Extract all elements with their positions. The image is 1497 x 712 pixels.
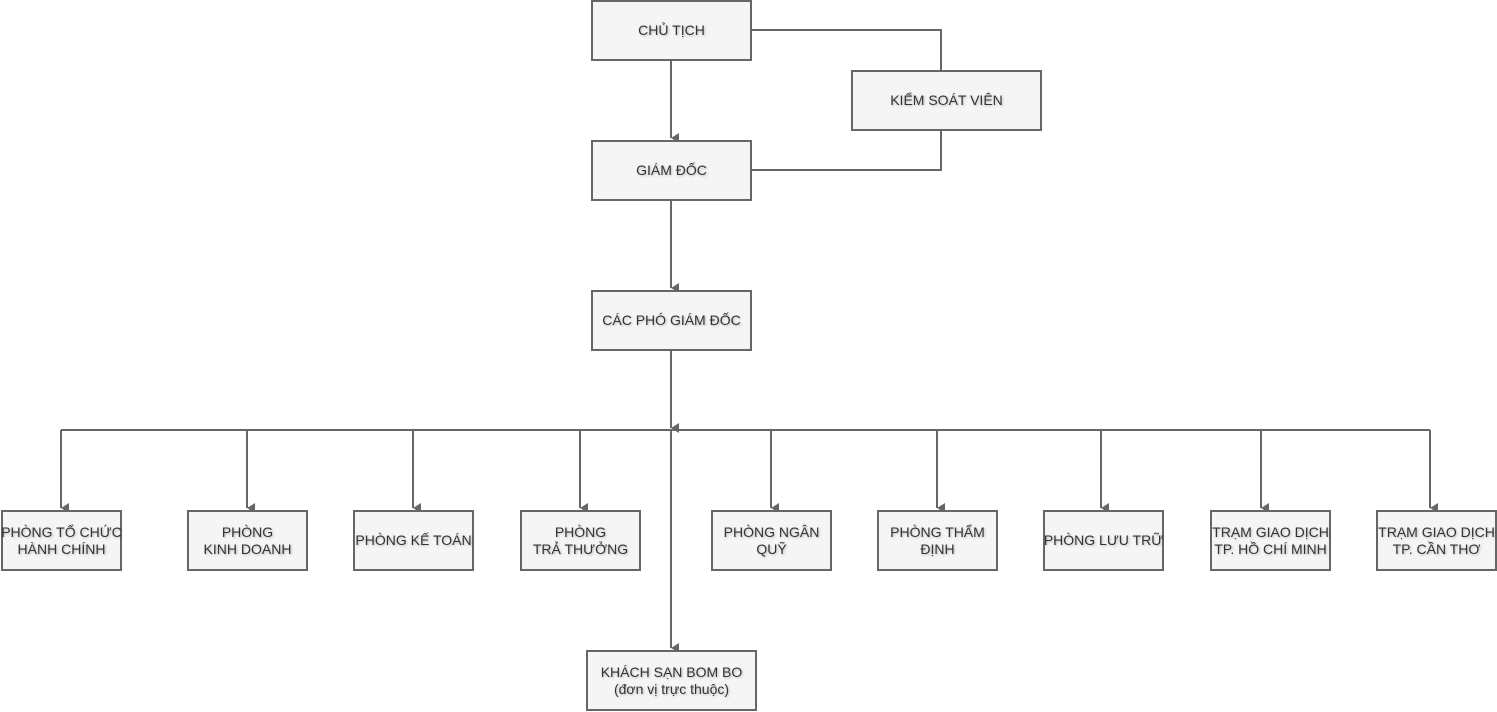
node-station-cantho-line-2: TP. CẦN THƠ [1392,540,1481,557]
node-dept-appraisal-line-1: PHÒNG THẨM [890,523,985,540]
node-supervisor-line-1: KIỂM SOÁT VIÊN [890,92,1003,108]
node-dept-admin-line-1: PHÒNG TỔ CHỨC [1,523,122,540]
node-station-cantho[interactable]: TRẠM GIAO DỊCH TP. CẦN THƠ [1376,510,1497,571]
node-supervisor[interactable]: KIỂM SOÁT VIÊN [851,70,1042,131]
node-chairman[interactable]: CHỦ TỊCH [591,0,752,61]
node-dept-admin-line-2: HÀNH CHÍNH [17,540,106,557]
node-hotel[interactable]: KHÁCH SẠN BOM BO (đơn vị trực thuộc) [586,650,757,711]
node-chairman-line-1: CHỦ TỊCH [638,22,705,38]
node-deputy-directors[interactable]: CÁC PHÓ GIÁM ĐỐC [591,290,752,351]
node-dept-payout-line-1: PHÒNG [554,523,607,540]
node-dept-treasury[interactable]: PHÒNG NGÂN QUỸ [711,510,832,571]
node-dept-archive-line-1: PHÒNG LƯU TRỮ [1043,532,1164,548]
node-station-hcm-line-2: TP. HỒ CHÍ MINH [1214,540,1327,557]
node-dept-archive[interactable]: PHÒNG LƯU TRỮ [1043,510,1164,571]
node-dept-treasury-line-1: PHÒNG NGÂN [723,523,820,540]
node-dept-accounting[interactable]: PHÒNG KẾ TOÁN [353,510,474,571]
node-dept-business-line-1: PHÒNG [221,523,274,540]
node-dept-payout[interactable]: PHÒNG TRẢ THƯỞNG [520,510,641,571]
node-station-hcm-line-1: TRẠM GIAO DỊCH [1212,523,1329,540]
node-deputy-directors-line-1: CÁC PHÓ GIÁM ĐỐC [602,312,741,328]
node-director-line-1: GIÁM ĐỐC [636,162,707,178]
node-director[interactable]: GIÁM ĐỐC [591,140,752,201]
node-dept-treasury-line-2: QUỸ [756,540,787,557]
node-dept-accounting-line-1: PHÒNG KẾ TOÁN [355,532,472,548]
node-station-hcm[interactable]: TRẠM GIAO DỊCH TP. HỒ CHÍ MINH [1210,510,1331,571]
node-dept-payout-line-2: TRẢ THƯỞNG [532,540,629,557]
node-dept-appraisal[interactable]: PHÒNG THẨM ĐỊNH [877,510,998,571]
node-hotel-line-2: (đơn vị trực thuộc) [613,680,730,697]
node-dept-business-line-2: KINH DOANH [203,540,292,557]
connector-chairman-supervisor [752,29,942,70]
node-dept-appraisal-line-2: ĐỊNH [920,540,955,557]
node-dept-business[interactable]: PHÒNG KINH DOANH [187,510,308,571]
connector-supervisor-director [752,131,942,171]
node-station-cantho-line-1: TRẠM GIAO DỊCH [1378,523,1495,540]
node-hotel-line-1: KHÁCH SẠN BOM BO [600,663,743,680]
node-dept-admin[interactable]: PHÒNG TỔ CHỨC HÀNH CHÍNH [1,510,122,571]
